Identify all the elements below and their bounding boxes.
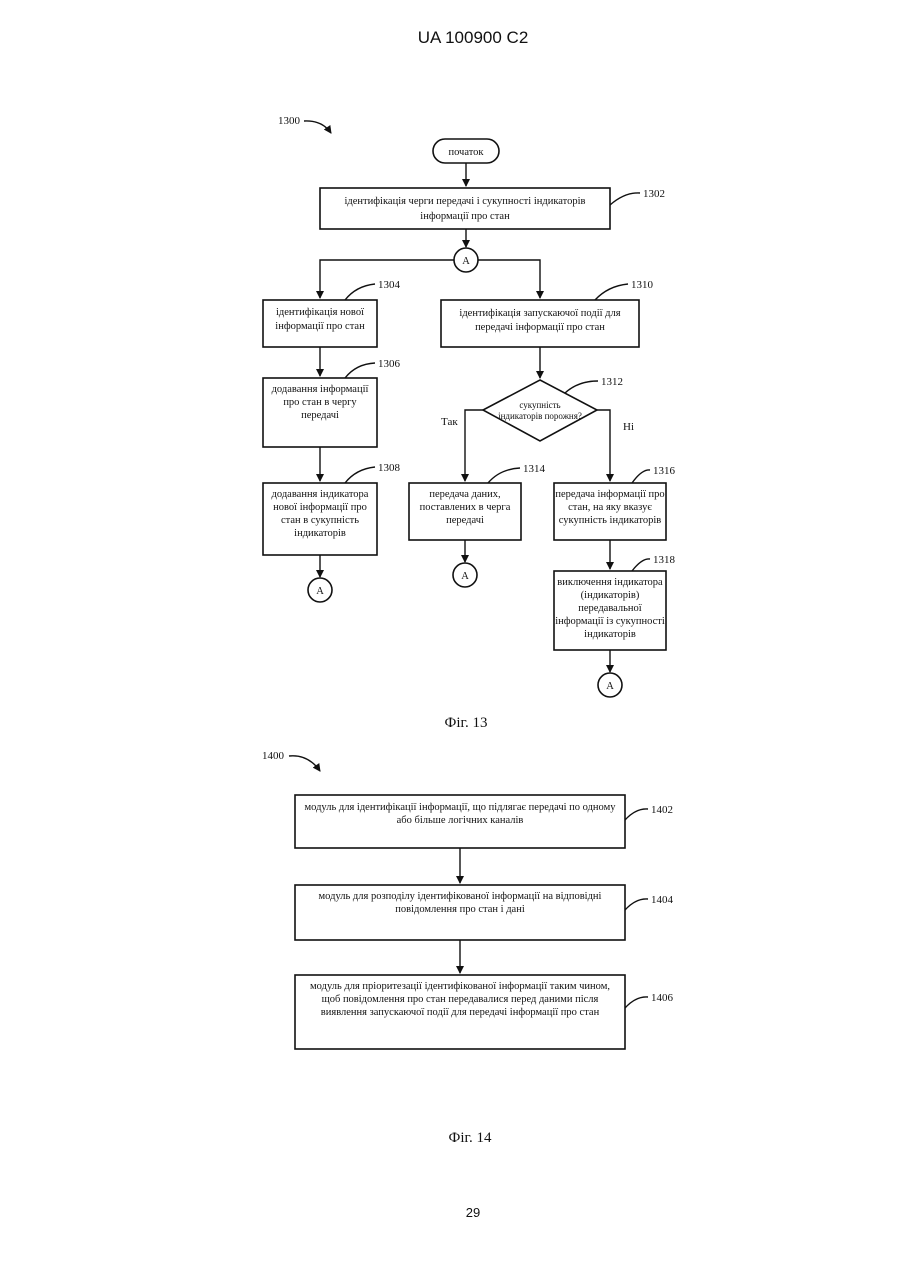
start-label: початок — [448, 147, 484, 158]
step-1304-line: інформації про стан — [275, 321, 365, 332]
decision-1312-line: сукупність — [519, 400, 560, 410]
module-1404-leader — [625, 899, 648, 910]
step-1318-line: інформації із сукупності — [555, 616, 665, 627]
step-1314-ref: 1314 — [523, 463, 546, 475]
step-1318-line: виключення індикатора — [557, 577, 663, 588]
step-1310-line: ідентифікація запускаючої події для — [459, 308, 620, 319]
step-1314-leader — [488, 468, 520, 483]
flow-line-no — [597, 410, 610, 481]
fig14-ref-arrow — [289, 756, 320, 771]
module-1406-ref: 1406 — [651, 992, 674, 1004]
module-1402-line: модуль для ідентифікації інформації, що … — [305, 802, 617, 813]
fig13-ref: 1300 — [278, 115, 301, 127]
step-1308-line: стан в сукупність — [281, 515, 359, 526]
step-1318-line: індикаторів — [584, 629, 636, 640]
step-1308-line: нової інформації про — [273, 502, 367, 513]
decision-1312-line: індикаторів порожня? — [498, 411, 582, 421]
step-1302-line: ідентифікація черги передачі і сукупност… — [345, 196, 586, 207]
step-1308-line: додавання індикатора — [272, 489, 369, 500]
step-1316-line: стан, на яку вказує — [568, 502, 652, 513]
step-1318-line: передавальної — [578, 603, 642, 614]
no-label: Ні — [623, 421, 634, 433]
module-1406-line: модуль для пріоритезації ідентифікованої… — [310, 981, 610, 992]
module-1406-line: щоб повідомлення про стан передавалися п… — [322, 994, 599, 1005]
module-1406-line: виявлення запускаючої події для передачі… — [321, 1007, 600, 1018]
connector-a-label: A — [316, 586, 324, 597]
step-1314-line: передача даних, — [429, 489, 500, 500]
step-1314-line: передачі — [446, 515, 484, 526]
step-1314-line: поставлених в черга — [420, 502, 511, 513]
step-1302-leader — [610, 193, 640, 205]
fig14-caption: Фіг. 14 — [449, 1130, 492, 1146]
step-1308-line: індикаторів — [294, 528, 346, 539]
step-1306-line: про стан в чергу — [283, 397, 357, 408]
step-1304-ref: 1304 — [378, 279, 401, 291]
connector-a-label: A — [462, 256, 470, 267]
document-id: UA 100900 C2 — [418, 28, 529, 47]
step-1316-ref: 1316 — [653, 465, 676, 477]
step-1310-ref: 1310 — [631, 279, 654, 291]
figure-14: 1400 модуль для ідентифікації інформації… — [262, 750, 674, 1146]
module-1406-leader — [625, 997, 648, 1008]
module-1404-line: повідомлення про стан і дані — [395, 904, 525, 915]
connector-a-label: A — [461, 571, 469, 582]
step-1308-ref: 1308 — [378, 462, 401, 474]
decision-1312-leader — [565, 381, 598, 393]
step-1306-ref: 1306 — [378, 358, 401, 370]
step-1316-line: передача інформації про — [555, 489, 664, 500]
module-1402-leader — [625, 809, 648, 820]
fig13-caption: Фіг. 13 — [445, 715, 488, 731]
step-1318-leader — [632, 559, 650, 571]
step-1306-leader — [345, 363, 375, 378]
step-1302-box — [320, 188, 610, 229]
flow-line-yes — [465, 410, 483, 481]
connector-a-label: A — [606, 681, 614, 692]
decision-1312-ref: 1312 — [601, 376, 623, 388]
page-number: 29 — [466, 1205, 480, 1220]
module-1402-line: або більше логічних каналів — [397, 815, 524, 826]
step-1304-leader — [345, 284, 375, 300]
step-1316-line: сукупність індикаторів — [559, 515, 661, 526]
step-1310-line: передачі інформації про стан — [475, 322, 605, 333]
flow-line-right — [478, 260, 540, 298]
step-1306-line: передачі — [301, 410, 339, 421]
step-1316-leader — [632, 470, 650, 483]
step-1302-ref: 1302 — [643, 188, 665, 200]
step-1318-ref: 1318 — [653, 554, 676, 566]
step-1318-line: (індикаторів) — [581, 590, 640, 601]
step-1310-leader — [595, 284, 628, 300]
yes-label: Так — [441, 416, 458, 428]
step-1302-line: інформації про стан — [420, 211, 510, 222]
module-1402-ref: 1402 — [651, 804, 673, 816]
fig14-ref: 1400 — [262, 750, 285, 762]
module-1404-line: модуль для розподілу ідентифікованої інф… — [319, 891, 602, 902]
fig13-ref-arrow — [304, 121, 331, 133]
step-1304-line: ідентифікація нової — [276, 307, 364, 318]
step-1306-line: додавання інформації — [272, 384, 369, 395]
figure-13: 1300 початок ідентифікація черги передач… — [263, 115, 676, 731]
step-1308-leader — [345, 467, 375, 483]
module-1404-ref: 1404 — [651, 894, 674, 906]
